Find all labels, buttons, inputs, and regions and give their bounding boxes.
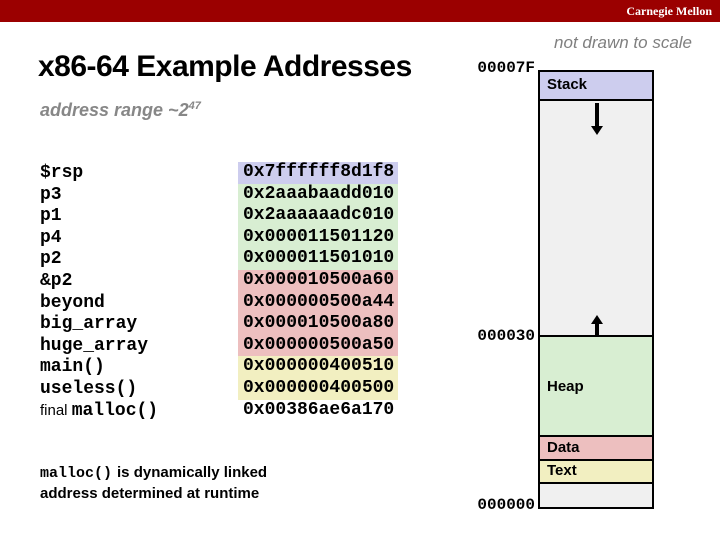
scale-note: not drawn to scale	[554, 33, 692, 52]
symbol-label: final malloc()	[40, 400, 159, 421]
address-range-subtitle: address range ~247	[40, 100, 201, 121]
footnote-line1: malloc()is dynamically linked	[40, 463, 267, 484]
address-value: 0x000011501010	[238, 248, 398, 270]
footnote-line2: address determined at runtime	[40, 485, 260, 502]
table-row: p1 0x2aaaaaadc010	[40, 205, 400, 227]
footnote-code: malloc()	[40, 465, 113, 482]
memory-label-bottom: 000000	[477, 496, 535, 514]
symbol-label: $rsp	[40, 163, 84, 183]
brand-bar: Carnegie Mellon	[0, 0, 720, 22]
table-row: huge_array 0x000000500a50	[40, 334, 400, 357]
memory-region-unused-bottom	[540, 482, 652, 507]
memory-region-data: Data	[540, 435, 652, 459]
address-value: 0x2aaabaadd010	[238, 183, 398, 206]
brand-text: Carnegie Mellon	[626, 4, 712, 18]
memory-label-mid: 000030	[477, 327, 535, 345]
address-value: 0x000000400500	[238, 377, 398, 400]
footnote-line1-rest: is dynamically linked	[117, 464, 268, 481]
symbol-label: p2	[40, 249, 62, 270]
address-value: 0x7ffffff8d1f8	[238, 162, 398, 184]
memory-region-stack: Stack	[540, 72, 652, 101]
memory-label-top: 00007F	[477, 59, 535, 77]
address-value: 0x000010500a60	[238, 269, 398, 292]
address-value: 0x000000400510	[238, 356, 398, 378]
table-row: big_array 0x000010500a80	[40, 313, 400, 335]
address-value: 0x000000500a44	[238, 291, 398, 314]
symbol-label: p1	[40, 206, 62, 227]
address-value: 0x2aaaaaadc010	[238, 205, 398, 227]
address-table: $rsp 0x7ffffff8d1f8 p3 0x2aaabaadd010 p1 0x2a…	[40, 162, 400, 421]
symbol-label: beyond	[40, 292, 105, 313]
table-row: useless() 0x000000400500	[40, 377, 400, 400]
table-row: main() 0x000000400510	[40, 356, 400, 378]
symbol-label: p4	[40, 227, 62, 248]
heap-growth-arrow-up-icon	[591, 315, 603, 335]
symbol-label: &p2	[40, 270, 73, 291]
memory-region-label: Data	[547, 439, 580, 456]
symbol-label: huge_array	[40, 335, 149, 356]
stack-growth-arrow-down-icon	[591, 103, 603, 135]
address-value: 0x000010500a80	[238, 313, 398, 335]
memory-region-text: Text	[540, 459, 652, 482]
symbol-label: p3	[40, 184, 62, 205]
memory-region-label: Text	[547, 462, 577, 479]
symbol-label: useless()	[40, 378, 138, 399]
address-range-exponent: 47	[188, 100, 201, 112]
address-value: 0x00386ae6a170	[243, 399, 395, 420]
footnote: malloc()is dynamically linked address de…	[40, 463, 267, 504]
memory-region-label: Heap	[547, 378, 584, 395]
symbol-label: big_array	[40, 314, 138, 335]
address-range-text: address range ~2	[40, 100, 189, 120]
table-row: p4 0x000011501120	[40, 226, 400, 249]
table-row: $rsp 0x7ffffff8d1f8	[40, 162, 400, 184]
address-value: 0x000011501120	[238, 226, 398, 249]
table-row: final malloc() 0x00386ae6a170	[40, 400, 400, 422]
memory-region-label: Stack	[547, 76, 588, 93]
table-row: p2 0x000011501010	[40, 248, 400, 270]
address-value: 0x000000500a50	[238, 334, 398, 357]
symbol-label: main()	[40, 357, 105, 378]
memory-region-unused-middle	[540, 101, 652, 335]
table-row: beyond 0x000000500a44	[40, 291, 400, 314]
table-row: p3 0x2aaabaadd010	[40, 183, 400, 206]
symbol-label-prefix: final	[40, 401, 72, 419]
table-row: &p2 0x000010500a60	[40, 269, 400, 292]
page-title: x86-64 Example Addresses	[38, 50, 412, 83]
memory-map: Stack Heap Data Text	[538, 70, 654, 509]
memory-region-heap: Heap	[540, 335, 652, 435]
